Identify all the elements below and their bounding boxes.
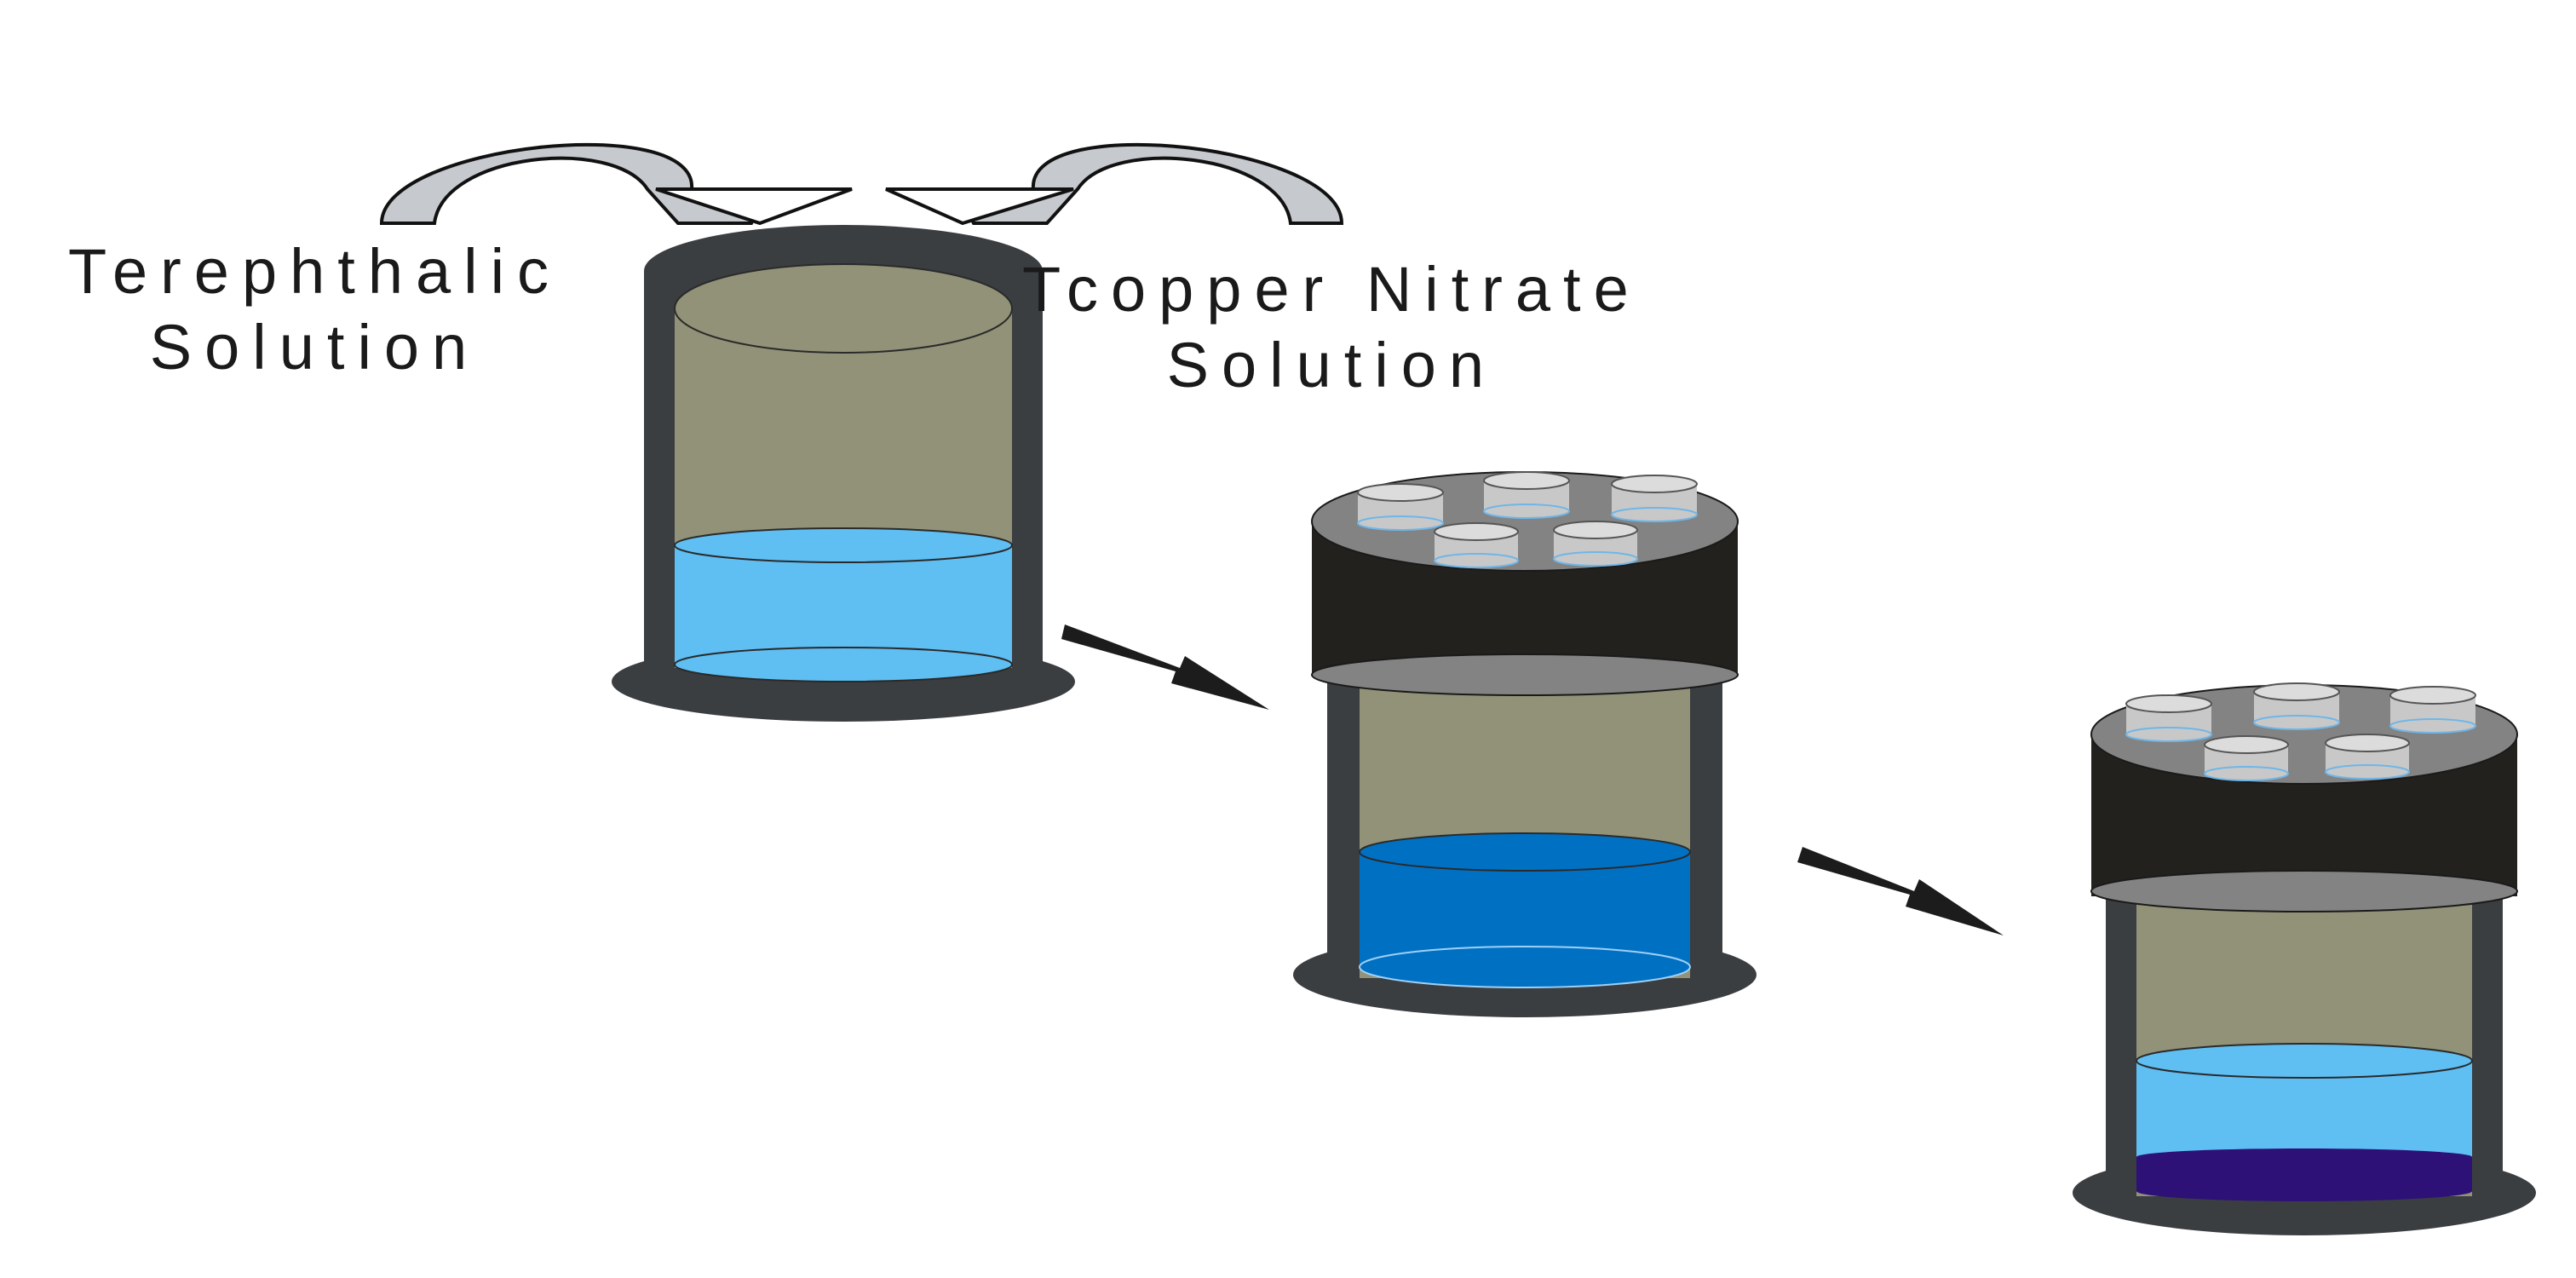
terephthalic-label: Terephthalic Solution [68,234,561,386]
terephthalic-label-line2: Solution [149,311,480,383]
right-arrow-icon [1797,847,2004,935]
right-arrow-icon [1061,625,1269,710]
pour-arrow-left [379,142,772,225]
curved-arrow-icon [655,142,1344,226]
autoclave-icon [1293,471,1757,1017]
port-icon [1357,471,1698,568]
solution-light-blue [674,527,1013,682]
copper-nitrate-label-line2: Solution [1166,329,1498,400]
terephthalic-label-line1: Terephthalic [68,236,562,307]
solution-blue [1359,832,1691,988]
copper-nitrate-label-line1: Tcopper Nitrate [1022,254,1642,325]
port-icon [2125,682,2476,781]
copper-nitrate-label: Tcopper Nitrate Solution [1022,252,1642,404]
beaker-icon [612,225,1075,722]
precipitate-purple [2136,1148,2472,1201]
autoclave-icon [2073,682,2536,1235]
